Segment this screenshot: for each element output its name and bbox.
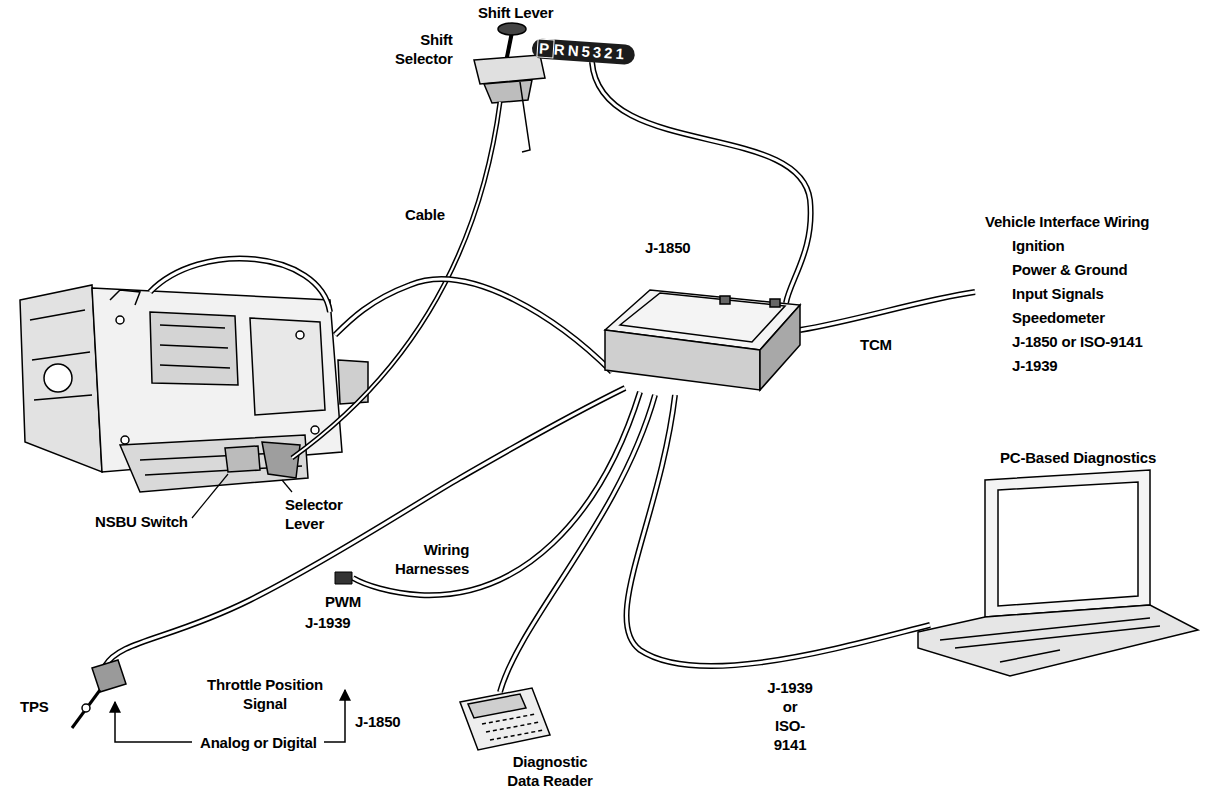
- part-label: Selector Lever: [285, 495, 343, 533]
- part-label: Wiring Harnesses: [395, 540, 469, 578]
- wiring: [105, 62, 975, 692]
- part-label: J-1939: [305, 613, 351, 632]
- part-label: Diagnostic Data Reader: [500, 752, 600, 790]
- part-label: PWM: [325, 592, 361, 611]
- part-label: J-1850: [355, 712, 401, 731]
- tcm-module: [605, 290, 800, 390]
- part-label: J-1850: [645, 238, 691, 257]
- part-label: J-1939: [760, 678, 820, 697]
- part-label: TCM: [860, 335, 892, 354]
- signal-arrow: [324, 690, 345, 742]
- data-reader: [460, 688, 550, 750]
- gear-positions: PRN5321: [536, 39, 627, 63]
- transmission: [20, 285, 368, 492]
- part-label: Ignition: [1012, 236, 1065, 255]
- leader-line: [282, 480, 292, 492]
- part-label: Shift Lever: [478, 3, 553, 22]
- part-label: Shift Selector: [395, 30, 453, 68]
- part-label: Throttle Position Signal: [195, 675, 335, 713]
- signal-arrow: [115, 702, 192, 742]
- tps-sensor: [72, 660, 126, 728]
- part-label: J-1850 or ISO-9141: [1012, 332, 1143, 351]
- part-label: PC-Based Diagnostics: [1000, 448, 1156, 467]
- part-label: Power & Ground: [1012, 260, 1128, 279]
- part-label: Vehicle Interface Wiring: [985, 212, 1149, 231]
- part-label: ISO-9141: [760, 716, 820, 754]
- part-label: Analog or Digital: [200, 733, 317, 752]
- part-label: TPS: [20, 697, 49, 716]
- gear-indicator: PRN5321: [531, 38, 635, 65]
- part-label: Speedometer: [1012, 308, 1105, 327]
- leader-line: [192, 474, 228, 518]
- part-label: Cable: [405, 205, 445, 224]
- pwm-plug: [335, 572, 352, 584]
- part-label: J-1939: [1012, 356, 1058, 375]
- part-label: NSBU Switch: [95, 512, 188, 531]
- laptop: [918, 470, 1198, 676]
- part-label: or: [760, 697, 820, 716]
- part-label: Input Signals: [1012, 284, 1104, 303]
